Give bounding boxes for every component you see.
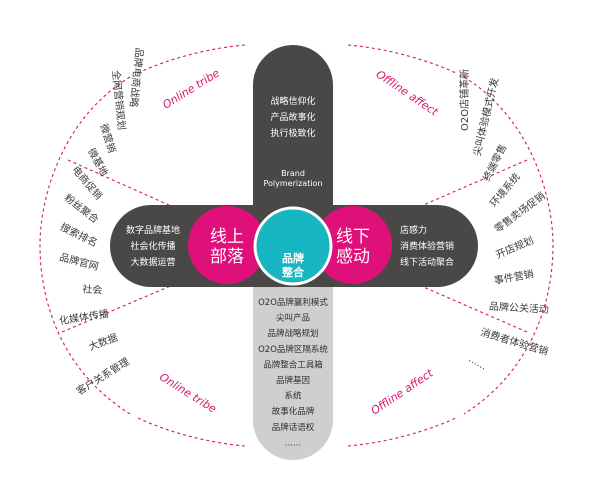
bottom-bar-item: 系统 (284, 391, 302, 402)
left-fan-lines (61, 159, 181, 333)
right-bar-item: 线下活动聚合 (400, 256, 454, 268)
center-label-line1: 品牌 (282, 251, 304, 265)
right-fan-item: ...... (467, 354, 489, 373)
arc-label-offline-top: Offline affect (374, 68, 441, 119)
bottom-bar (253, 250, 333, 460)
left-fan-item: 全网营销规划 (110, 70, 129, 131)
center-circle (253, 206, 333, 286)
fan-line-left-lower (61, 281, 181, 333)
arc-top-right (347, 44, 457, 74)
right-fan-item: 事件营销 (493, 267, 535, 287)
fan-line-right-upper (411, 159, 528, 211)
bottom-bar-item: 故事化品牌 (272, 406, 315, 417)
top-bar-item: 执行极致化 (270, 127, 315, 139)
right-hub-label-line2: 感动 (336, 247, 370, 267)
left-bar-item: 数字品牌基地 (126, 224, 180, 236)
fan-line-right-lower (411, 281, 528, 333)
left-fan-item: 化媒体传播 (58, 307, 109, 327)
right-fan-items: O2O店铺革新尖叫体验模式开发终端零售环境系统零售卖场促销开店规划事件营销品牌公… (458, 69, 550, 373)
arc-label-online-top: Online tribe (160, 66, 222, 111)
arc-label-online-bottom: Online tribe (157, 370, 219, 415)
bottom-bar-item: O2O品牌区隔系统 (258, 344, 328, 355)
top-bar-item: 战略信仰化 (270, 95, 315, 107)
left-bar-item: 社会化传播 (130, 240, 175, 252)
right-fan-item: 品牌公关活动 (489, 300, 550, 316)
left-fan-item: 客户关系管理 (74, 355, 132, 398)
arc-label-offline-bottom: Offline affect (369, 366, 436, 417)
top-bar (253, 45, 333, 245)
right-fan-item: 开店规划 (494, 233, 536, 261)
center-brand-en-line2: Polymerization (263, 179, 322, 188)
left-hub-circle (188, 206, 266, 284)
fan-line-left-upper (67, 159, 181, 211)
center-brand-en-line1: Brand (281, 169, 305, 178)
bottom-bar-item: 品牌整合工具箱 (263, 359, 323, 370)
bottom-bar-item: 尖叫产品 (276, 313, 310, 324)
left-fan-item: 社会 (82, 282, 103, 296)
arc-top-left (137, 44, 246, 74)
outer-dashed-arcs (39, 44, 554, 447)
right-fan-item: 尖叫体验模式开发 (470, 76, 501, 157)
bottom-bar-item: ...... (285, 438, 301, 448)
arc-left (39, 76, 131, 415)
right-fan-lines (411, 159, 528, 333)
bottom-bar-item: O2O品牌赢利模式 (258, 297, 328, 308)
arc-bottom-right (347, 417, 457, 447)
right-bar-item: 消费体验营销 (400, 240, 454, 252)
bottom-bar-item: 品牌话语权 (272, 422, 315, 433)
left-bar-item: 大数据运营 (130, 256, 175, 268)
center-label-line2: 整合 (281, 265, 305, 279)
left-hub-label-line2: 部落 (210, 247, 244, 267)
right-fan-item: O2O店铺革新 (458, 69, 471, 131)
right-bar-item: 店感力 (400, 224, 427, 236)
top-bar-item: 产品故事化 (270, 111, 315, 123)
left-fan-item: 大数据 (87, 331, 120, 354)
bottom-bar-item: 品牌战略规划 (267, 328, 318, 339)
bottom-bar-item: 品牌基因 (276, 375, 310, 386)
arc-bottom-left (137, 417, 246, 447)
right-hub-label-line1: 线下 (336, 227, 370, 247)
left-fan-item: 品牌官网 (58, 250, 100, 273)
right-fan-item: 消费者体验营销 (479, 325, 550, 358)
right-hub-circle (314, 206, 392, 284)
left-hub-label-line1: 线上 (210, 227, 244, 247)
